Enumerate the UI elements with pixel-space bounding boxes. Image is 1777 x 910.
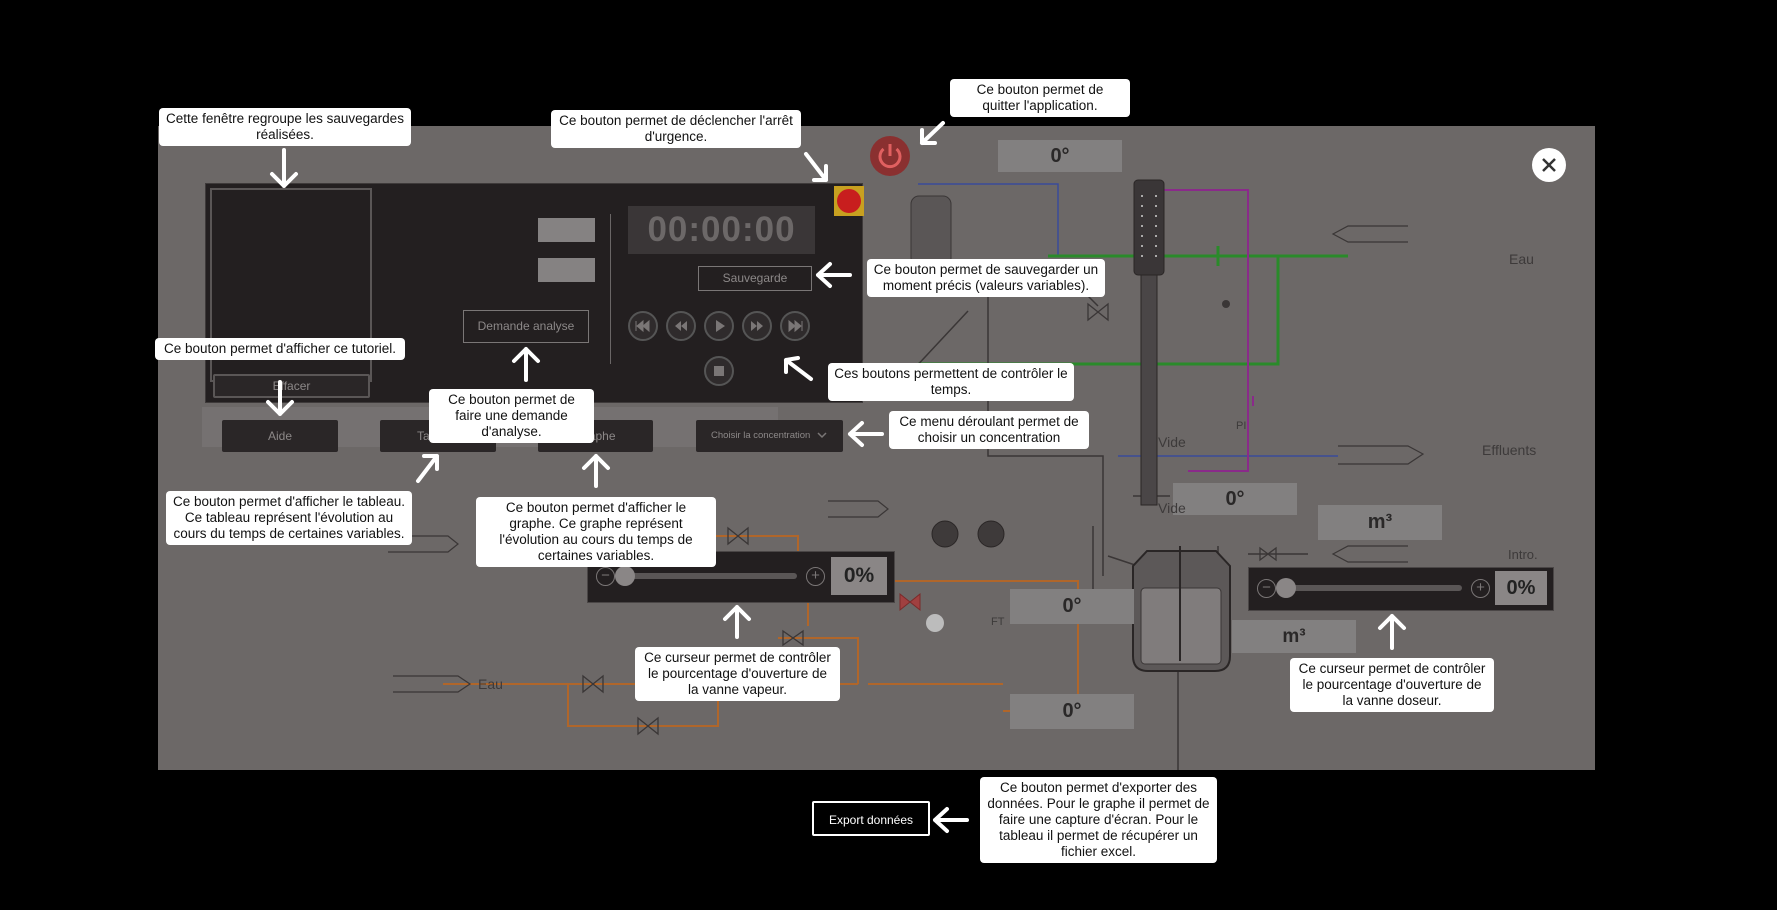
tooltip-save: Ce bouton permet de sauvegarder un momen… xyxy=(867,259,1105,297)
tooltip-steam: Ce curseur permet de contrôler le pource… xyxy=(635,647,840,701)
concentration-dropdown-label: Choisir la concentration xyxy=(711,430,811,441)
label-pi: PI xyxy=(1236,420,1247,432)
steam-percent-display: 0% xyxy=(831,557,887,595)
timer-display: 00:00:00 xyxy=(628,206,815,254)
label-eau-right: Eau xyxy=(1509,251,1534,267)
simulation-area: 0° 0° 0° 0° m³ m³ Eau Effluents Intro. V… xyxy=(158,126,1595,770)
label-effluents: Effluents xyxy=(1482,442,1537,458)
tooltip-saves: Cette fenêtre regroupe les sauvegardes r… xyxy=(159,108,411,146)
tooltip-quit: Ce bouton permet de quitter l'applicatio… xyxy=(950,79,1130,117)
temperature-display-top: 0° xyxy=(998,140,1122,172)
rewind-fast-icon xyxy=(635,319,650,333)
chevron-down-icon xyxy=(817,432,827,439)
stop-icon xyxy=(714,366,724,376)
label-vide-1: Vide xyxy=(1158,434,1186,450)
tooltip-analysis: Ce bouton permet de faire une demande d'… xyxy=(429,389,594,443)
steam-minus-button[interactable]: − xyxy=(596,567,615,586)
tooltip-time: Ces boutons permettent de contrôler le t… xyxy=(828,363,1074,401)
steam-plus-button[interactable]: + xyxy=(806,567,825,586)
export-button[interactable]: Export données xyxy=(812,801,930,836)
doser-plus-button[interactable]: + xyxy=(1471,579,1490,598)
label-intro: Intro. xyxy=(1508,547,1538,562)
temperature-display-steam: 0° xyxy=(1010,589,1134,624)
status-box-2 xyxy=(538,258,595,282)
rewind-fast-button[interactable] xyxy=(628,311,658,341)
doser-minus-button[interactable]: − xyxy=(1257,579,1276,598)
analysis-button[interactable]: Demande analyse xyxy=(463,310,589,343)
emergency-stop-icon xyxy=(837,189,861,213)
erase-button[interactable]: Effacer xyxy=(213,374,370,398)
forward-fast-button[interactable] xyxy=(780,311,810,341)
stop-button[interactable] xyxy=(704,356,734,386)
tooltip-doser: Ce curseur permet de contrôler le pource… xyxy=(1290,658,1494,712)
close-icon xyxy=(1542,158,1556,172)
doser-slider-knob[interactable] xyxy=(1276,578,1296,598)
panel-divider xyxy=(610,214,611,364)
status-box-1 xyxy=(538,218,595,242)
tooltip-export: Ce bouton permet d'exporter des données.… xyxy=(980,777,1217,863)
concentration-dropdown[interactable]: Choisir la concentration xyxy=(696,420,843,452)
steam-slider-track[interactable] xyxy=(623,573,797,579)
volume-display-intro: m³ xyxy=(1318,505,1442,540)
volume-display-reactor: m³ xyxy=(1232,620,1356,653)
save-button[interactable]: Sauvegarde xyxy=(698,266,812,291)
tooltip-table: Ce bouton permet d'afficher le tableau. … xyxy=(166,491,412,545)
label-ft: FT xyxy=(991,616,1005,628)
tooltip-help: Ce bouton permet d'afficher ce tutoriel. xyxy=(155,338,405,360)
forward-button[interactable] xyxy=(742,311,772,341)
rewind-icon xyxy=(675,321,687,331)
tooltip-emergency: Ce bouton permet de déclencher l'arrêt d… xyxy=(551,110,801,148)
control-panel: Effacer Demande analyse 00:00:00 Sauvega… xyxy=(205,183,864,403)
forward-icon xyxy=(751,321,763,331)
play-button[interactable] xyxy=(704,311,734,341)
play-icon xyxy=(716,320,725,332)
help-button[interactable]: Aide xyxy=(222,420,338,452)
power-icon xyxy=(878,144,902,169)
power-button[interactable] xyxy=(870,136,910,176)
close-button[interactable] xyxy=(1532,148,1566,182)
doser-valve-slider[interactable]: − + 0% xyxy=(1248,567,1554,611)
forward-fast-icon xyxy=(788,319,803,333)
temperature-display-bottom: 0° xyxy=(1010,694,1134,729)
doser-percent-display: 0% xyxy=(1495,571,1547,605)
label-eau-left: Eau xyxy=(478,676,503,692)
label-vide-2: Vide xyxy=(1158,500,1186,516)
emergency-stop-button[interactable] xyxy=(834,186,864,216)
tooltip-graph: Ce bouton permet d'afficher le graphe. C… xyxy=(476,497,716,567)
steam-slider-knob[interactable] xyxy=(615,566,635,586)
temperature-display-reactor: 0° xyxy=(1173,483,1297,515)
rewind-button[interactable] xyxy=(666,311,696,341)
doser-slider-track[interactable] xyxy=(1284,585,1462,591)
tooltip-concentration: Ce menu déroulant permet de choisir un c… xyxy=(889,411,1089,449)
